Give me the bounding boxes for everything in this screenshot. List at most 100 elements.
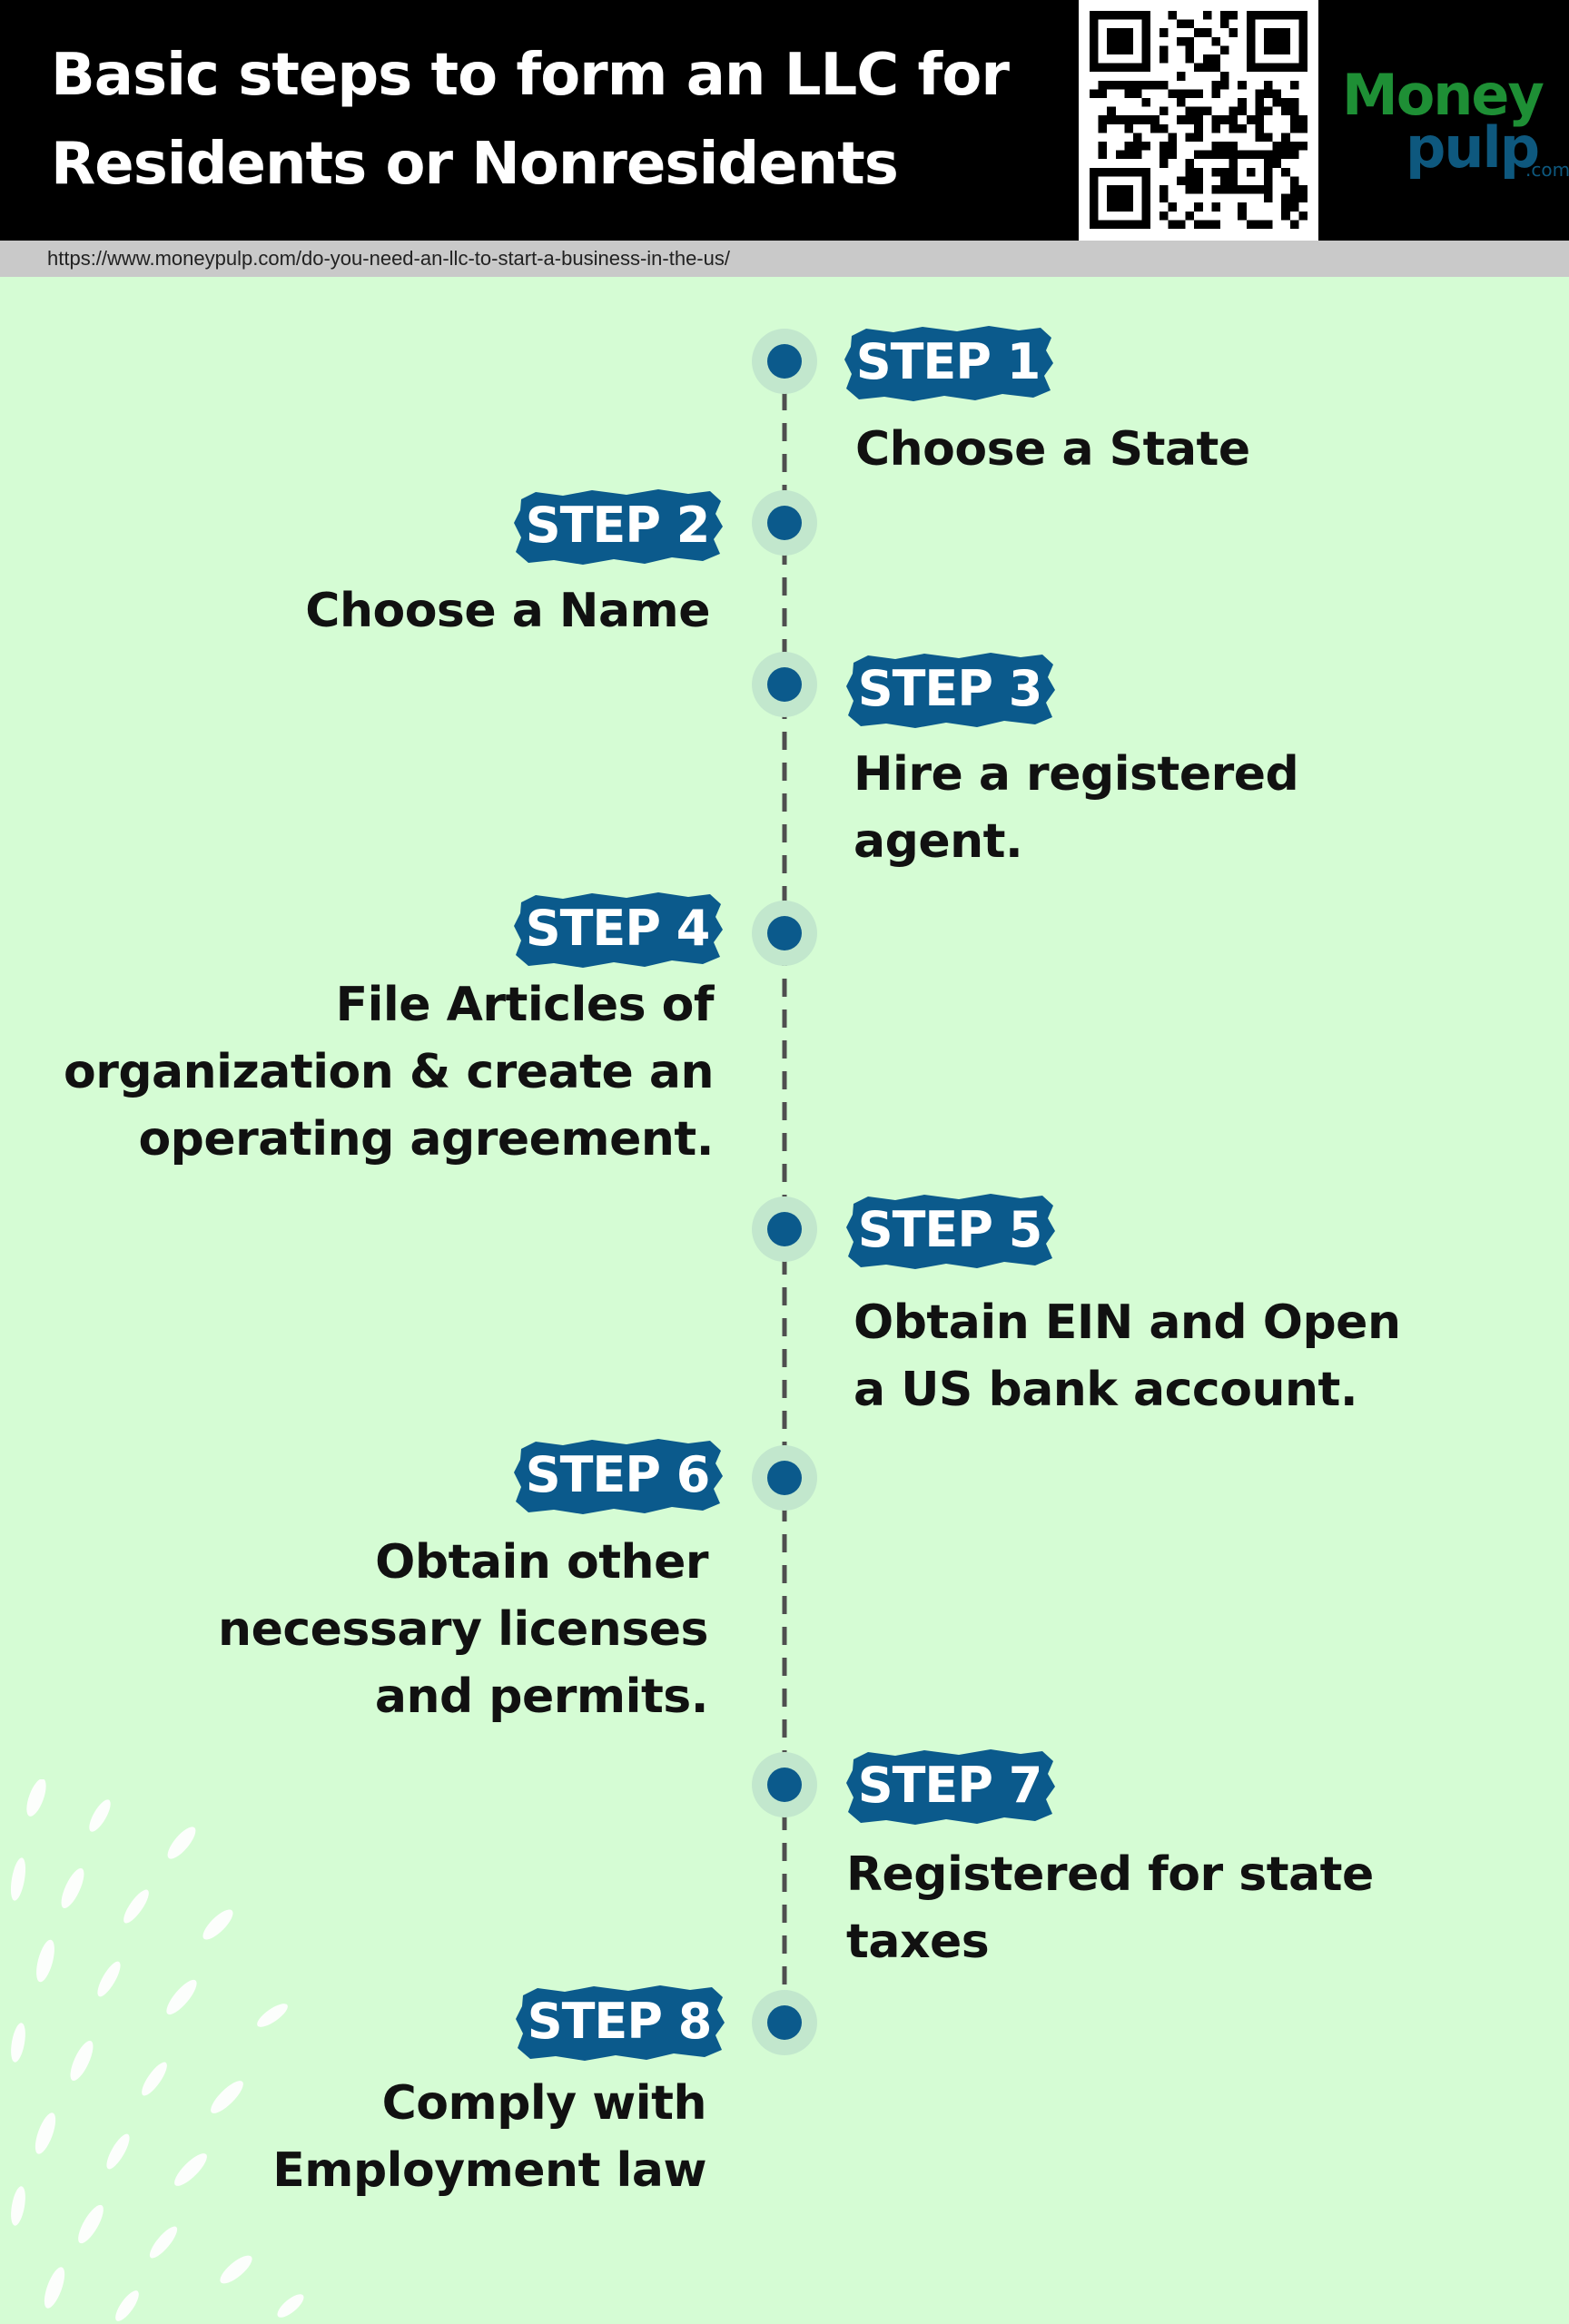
qr-module xyxy=(1289,185,1299,194)
qr-module xyxy=(1141,115,1151,124)
qr-module xyxy=(1211,185,1220,194)
moneypulp-logo: Money pulp .com xyxy=(1335,64,1569,191)
qr-module xyxy=(1150,80,1159,90)
qr-module xyxy=(1255,115,1264,124)
step-8-text-line-2: Employment law xyxy=(272,2143,706,2198)
qr-module xyxy=(1281,133,1290,142)
qr-module xyxy=(1168,220,1177,229)
qr-module xyxy=(1255,220,1264,229)
qr-module xyxy=(1238,202,1247,212)
step-2-description: Choose a Name xyxy=(118,577,710,645)
qr-module xyxy=(1159,211,1169,221)
step-4-label: STEP 4 xyxy=(525,900,711,957)
qr-module xyxy=(1229,28,1238,37)
qr-module xyxy=(1229,106,1238,116)
qr-module xyxy=(1272,150,1282,160)
qr-module xyxy=(1211,80,1220,90)
qr-module xyxy=(1238,98,1247,107)
qr-module xyxy=(1298,142,1308,151)
qr-module xyxy=(1107,185,1133,212)
logo-suffix: .com xyxy=(1525,159,1569,181)
brush-stroke-icon xyxy=(514,892,723,968)
qr-module xyxy=(1098,80,1108,90)
qr-module xyxy=(1202,150,1212,160)
qr-module xyxy=(1211,220,1220,229)
qr-module xyxy=(1185,185,1195,194)
qr-module xyxy=(1124,150,1133,160)
qr-module xyxy=(1159,45,1169,54)
qr-module xyxy=(1220,72,1229,81)
qr-module xyxy=(1098,89,1108,98)
qr-module xyxy=(1133,150,1142,160)
step-6-label: STEP 6 xyxy=(525,1446,711,1503)
qr-module xyxy=(1264,193,1273,203)
qr-module xyxy=(1264,106,1273,116)
logo-word-pulp: pulp xyxy=(1406,114,1540,181)
qr-module xyxy=(1107,115,1116,124)
qr-module xyxy=(1090,89,1099,98)
step-2-badge: STEP 2 xyxy=(508,483,726,570)
qr-module xyxy=(1238,211,1247,221)
qr-module xyxy=(1107,28,1133,54)
qr-module xyxy=(1194,133,1203,142)
qr-module xyxy=(1220,45,1229,54)
qr-module xyxy=(1194,176,1203,185)
step-6-text-line-1: Obtain other xyxy=(375,1535,708,1590)
step-6-text-line-3: and permits. xyxy=(374,1669,709,1724)
qr-module xyxy=(1211,54,1220,64)
brush-stroke-icon xyxy=(846,653,1055,728)
brush-stroke-icon xyxy=(514,489,723,565)
qr-module xyxy=(1177,176,1186,185)
qr-module xyxy=(1194,63,1203,73)
qr-module xyxy=(1177,36,1186,46)
page-title-line-2: Residents or Nonresidents xyxy=(51,131,899,198)
step-6-description: Obtain other necessary licenses and perm… xyxy=(145,1529,708,1730)
qr-module xyxy=(1220,167,1229,177)
qr-module xyxy=(1289,150,1299,160)
qr-module xyxy=(1264,28,1290,54)
step-2-label: STEP 2 xyxy=(525,497,711,554)
qr-module xyxy=(1246,220,1256,229)
qr-module xyxy=(1289,202,1299,212)
qr-module xyxy=(1298,115,1308,124)
step-7-text-line-1: Registered for state xyxy=(846,1847,1374,1902)
qr-module xyxy=(1159,106,1169,116)
qr-module xyxy=(1168,89,1177,98)
step-5-dot xyxy=(752,1196,817,1262)
qr-module xyxy=(1220,176,1229,185)
qr-module xyxy=(1185,167,1195,177)
qr-module xyxy=(1281,150,1290,160)
qr-module xyxy=(1211,150,1220,160)
qr-module xyxy=(1185,19,1195,29)
step-8-dot xyxy=(752,1990,817,2055)
qr-code xyxy=(1079,0,1318,241)
qr-module xyxy=(1115,115,1125,124)
step-4-text-line-1: File Articles of xyxy=(335,978,715,1032)
qr-module xyxy=(1272,98,1282,107)
qr-module xyxy=(1098,150,1108,160)
qr-module xyxy=(1133,115,1142,124)
qr-module xyxy=(1098,142,1108,151)
qr-module xyxy=(1281,98,1290,107)
step-4-text-line-3: operating agreement. xyxy=(138,1112,714,1167)
step-3-text-line-1: Hire a registered xyxy=(854,747,1299,802)
qr-module xyxy=(1185,36,1195,46)
qr-module xyxy=(1298,211,1308,221)
qr-module xyxy=(1194,185,1203,194)
qr-module xyxy=(1185,176,1195,185)
qr-code-icon xyxy=(1090,11,1308,229)
qr-module xyxy=(1255,133,1264,142)
qr-module xyxy=(1220,142,1229,151)
step-1-dot xyxy=(752,329,817,394)
qr-module xyxy=(1141,142,1151,151)
page-title: Basic steps to form an LLC for Residents… xyxy=(51,31,1031,209)
qr-module xyxy=(1159,54,1169,64)
brush-stroke-icon xyxy=(846,1749,1055,1825)
qr-module xyxy=(1159,28,1169,37)
qr-module xyxy=(1150,115,1159,124)
qr-module xyxy=(1289,115,1299,124)
qr-module xyxy=(1194,123,1203,133)
qr-module xyxy=(1159,150,1169,160)
qr-module xyxy=(1289,98,1299,107)
qr-module xyxy=(1185,45,1195,54)
